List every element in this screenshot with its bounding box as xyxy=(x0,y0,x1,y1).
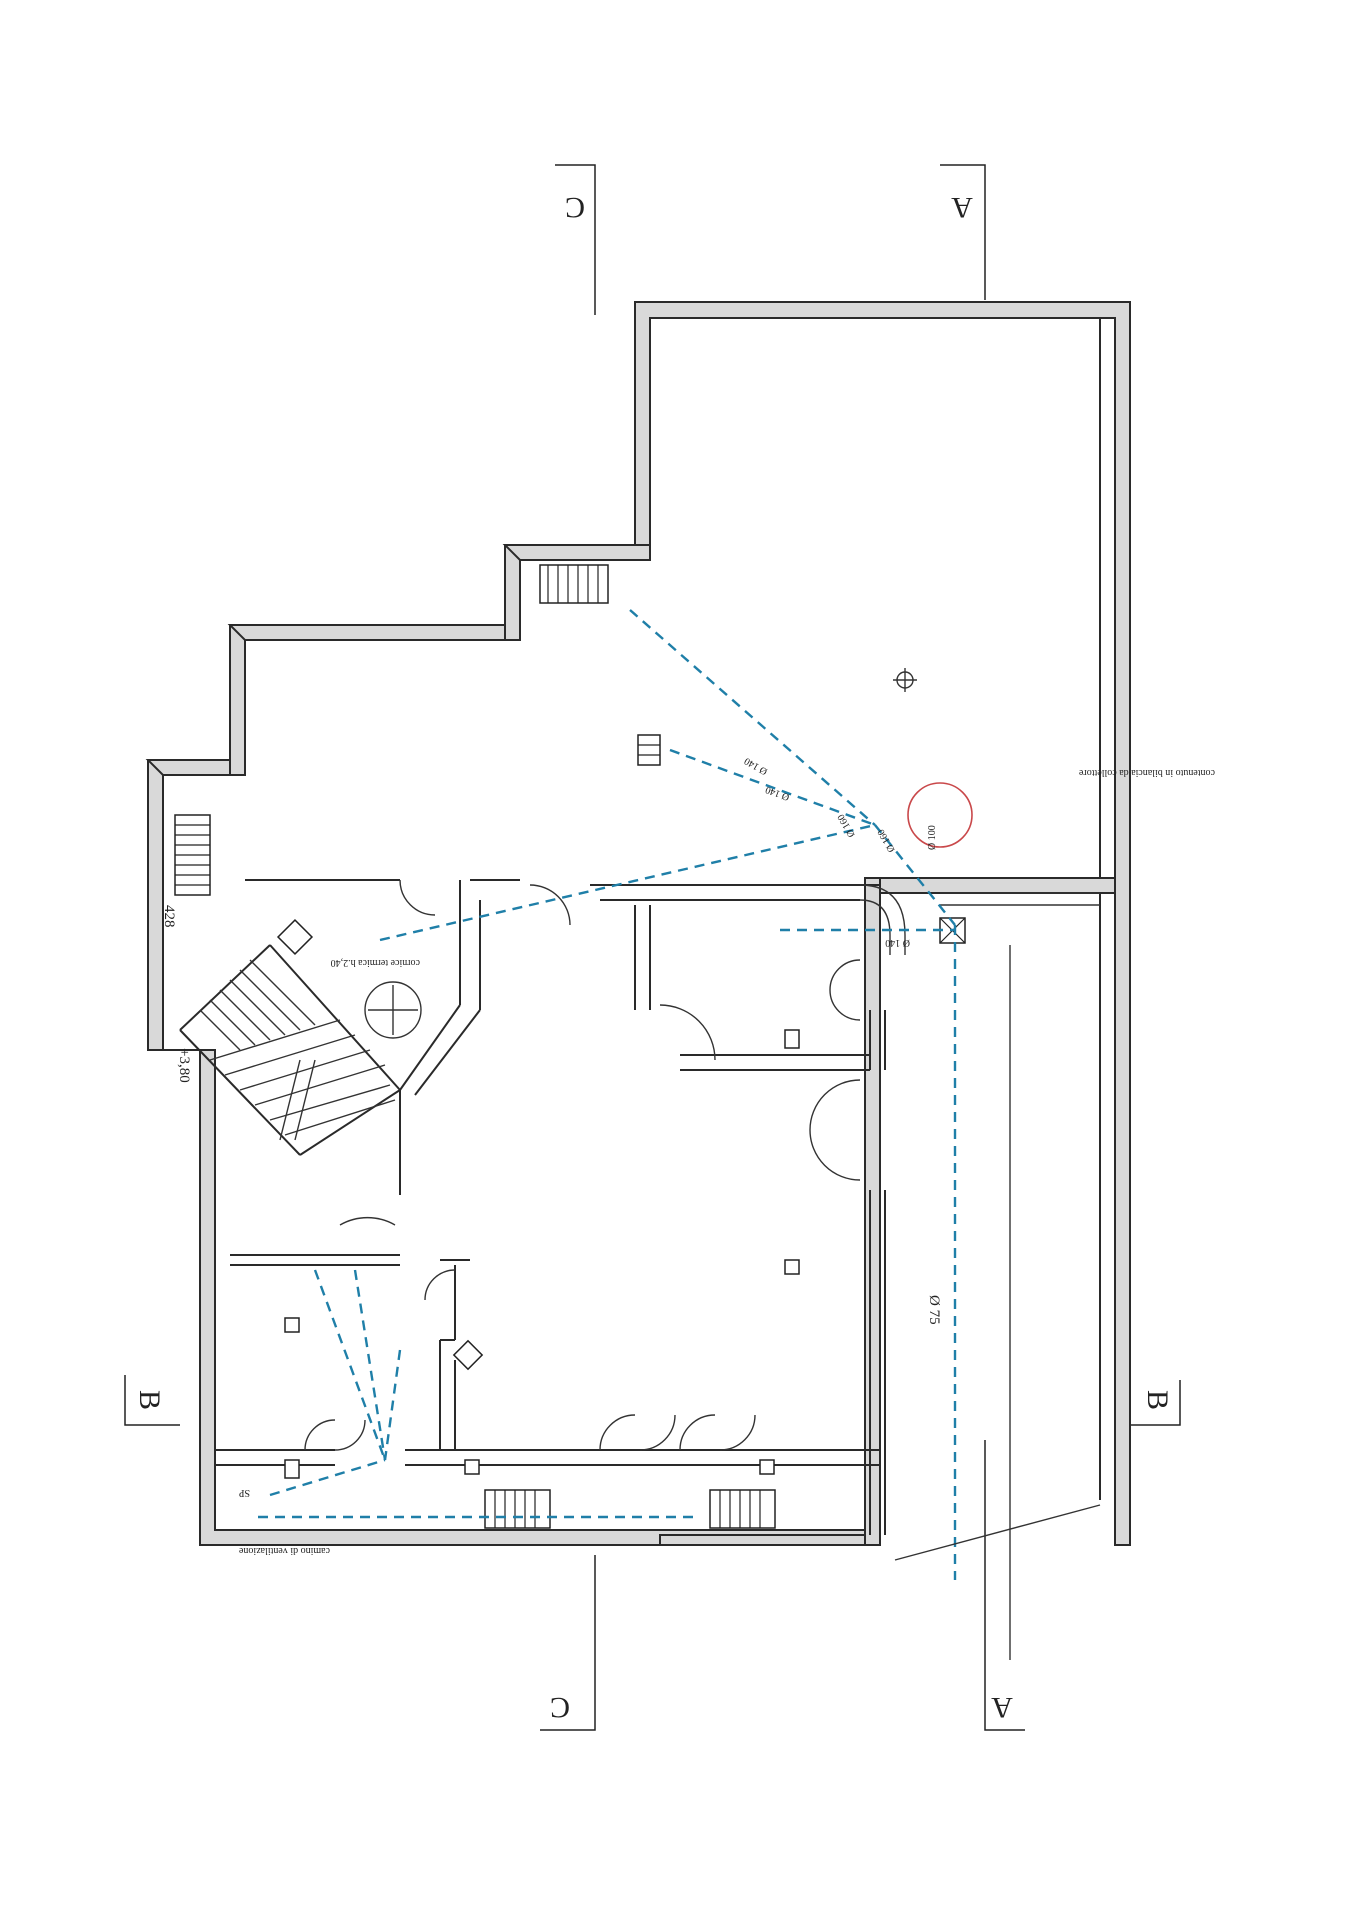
outer-walls xyxy=(145,301,1131,1546)
duct-lines xyxy=(258,609,957,1580)
radiator-top xyxy=(539,564,609,604)
section-label: A xyxy=(951,191,973,224)
wall-hatching xyxy=(940,892,1100,906)
dim-140a: Ø 140 xyxy=(743,755,770,777)
level-marker xyxy=(893,668,917,692)
dim-140b: Ø 140 xyxy=(764,784,791,803)
section-mark-a-bottom: A xyxy=(991,1691,1013,1724)
note-corridor: cornice termica h.2,40 xyxy=(331,957,420,968)
dim-140c: Ø 140 xyxy=(885,937,910,948)
section-mark-c-top: C xyxy=(565,191,585,224)
notes: SP cornice termica h.2,40 camino di vent… xyxy=(238,767,1215,1556)
section-label: B xyxy=(1141,1390,1174,1410)
section-label: C xyxy=(550,1691,570,1724)
radiator-bottom-2 xyxy=(709,1489,776,1529)
dim-160a: Ø 160 xyxy=(836,812,858,839)
dim-380: +3,80 xyxy=(176,1048,192,1083)
note-sp: SP xyxy=(238,1487,250,1498)
round-fixture xyxy=(364,981,422,1039)
section-lines xyxy=(124,164,1181,1731)
external-line xyxy=(894,945,1101,1660)
dim-75: Ø 75 xyxy=(926,1295,942,1325)
section-label: B xyxy=(133,1390,166,1410)
section-mark-b-left: B xyxy=(133,1390,166,1410)
doors xyxy=(304,879,861,1451)
section-mark-c-bottom: C xyxy=(550,1691,570,1724)
radiator-left xyxy=(174,814,211,896)
section-label: C xyxy=(565,191,585,224)
section-mark-a-top: A xyxy=(951,191,973,224)
section-label: A xyxy=(991,1691,1013,1724)
interior-walls xyxy=(179,879,906,1535)
highlight-circle xyxy=(907,782,973,848)
vent-boxes xyxy=(276,734,966,1479)
dim-160b: Ø 160 xyxy=(876,827,898,854)
staircase xyxy=(199,959,396,1141)
dimension-labels: 428 +3,80 Ø 75 Ø 140 Ø 140 Ø 140 Ø 160 Ø… xyxy=(161,755,942,1325)
note-grid: camino di ventilazione xyxy=(238,1545,330,1556)
section-mark-b-right: B xyxy=(1141,1390,1174,1410)
note-collector: contenuto in bilancia da collettore xyxy=(1078,767,1215,778)
dim-428: 428 xyxy=(161,905,177,928)
dim-100: Ø 100 xyxy=(927,825,938,850)
radiator-bottom-1 xyxy=(484,1489,551,1529)
